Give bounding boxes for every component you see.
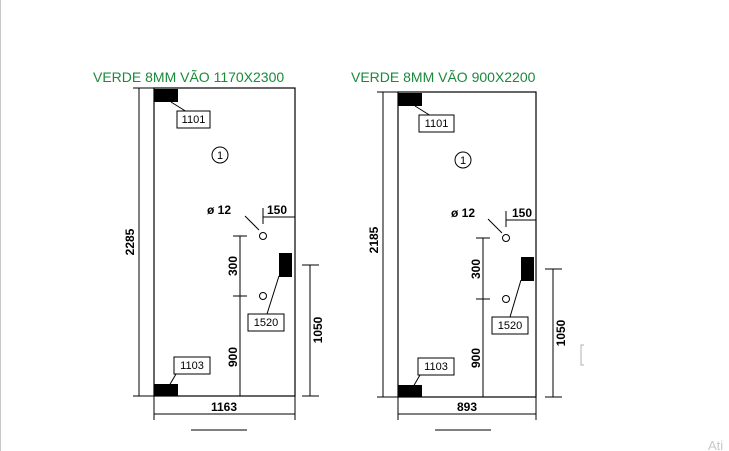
panel-2-upper-hole bbox=[502, 234, 510, 242]
panel-1-height-label: 2285 bbox=[123, 228, 137, 255]
panel-1-width-label: 1163 bbox=[211, 400, 237, 414]
panel-2-top-hinge-label-box bbox=[418, 114, 455, 133]
panel-1-handle-height-label: 1050 bbox=[311, 316, 325, 343]
panel-1-top-hinge bbox=[154, 89, 178, 102]
cursor-bracket bbox=[580, 344, 584, 366]
panel-2-handle-height-label: 1050 bbox=[554, 319, 568, 346]
panel-1-diameter-leader bbox=[244, 215, 260, 231]
panel-2-marker: 1 bbox=[460, 155, 466, 167]
panel-2-bottom-hinge-label-box bbox=[417, 357, 455, 376]
panel-1-bottom-hinge-label-box bbox=[173, 356, 211, 375]
panel-1-glass-outline bbox=[153, 87, 296, 397]
panel-2-diameter-leader bbox=[487, 218, 503, 234]
panel-2-top-hinge-leader bbox=[414, 105, 432, 117]
panel-1-top-hinge-label-box bbox=[176, 110, 211, 129]
panel-1-diameter-label: ø 12 bbox=[207, 203, 231, 217]
panel-2-width-label: 893 bbox=[457, 400, 477, 414]
panel-2-top-hinge bbox=[398, 93, 422, 106]
glass-panel-2: VERDE 8MM VÃO 900X2200 1101 1103 1 ø 12 … bbox=[351, 69, 568, 431]
panel-2-bottom-hinge bbox=[398, 385, 422, 397]
panel-2-diameter-label: ø 12 bbox=[451, 206, 475, 220]
panel-2-handle bbox=[521, 257, 534, 281]
panel-1-marker: 1 bbox=[217, 150, 223, 162]
panel-1-lower-hole bbox=[259, 292, 267, 300]
panel-2-spacing-label: 300 bbox=[469, 259, 483, 279]
panel-1-handle bbox=[279, 253, 292, 277]
panel-2-marker-circle bbox=[454, 151, 472, 169]
panel-1-top-hinge-label: 1101 bbox=[182, 114, 206, 126]
panel-1-handle-label: 1520 bbox=[254, 317, 278, 329]
panel-2-height-label: 2185 bbox=[367, 226, 381, 253]
panel-1-spacing-label: 300 bbox=[226, 256, 240, 276]
panel-2-top-hinge-label: 1101 bbox=[425, 118, 449, 130]
panel-1-title: VERDE 8MM VÃO 1170X2300 bbox=[93, 69, 284, 85]
panel-1-bottom-hinge-label: 1103 bbox=[180, 360, 204, 372]
panel-2-handle-label-box bbox=[491, 316, 529, 335]
panel-2-title: VERDE 8MM VÃO 900X2200 bbox=[351, 69, 536, 85]
panel-2-handle-label: 1520 bbox=[498, 320, 522, 332]
panel-1-bottom-hinge-leader bbox=[168, 373, 177, 387]
glass-panel-1: VERDE 8MM VÃO 1170X2300 1101 1103 1 ø 12… bbox=[93, 69, 325, 431]
panel-1-handle-label-box bbox=[247, 313, 285, 332]
panel-1-offset-label: 150 bbox=[267, 203, 287, 217]
panel-1-lower-label: 900 bbox=[226, 347, 240, 367]
panel-1-bottom-hinge bbox=[154, 384, 178, 396]
panel-1-handle-leader bbox=[266, 275, 280, 315]
panel-2-bottom-hinge-leader bbox=[412, 374, 421, 388]
panel-2-bottom-hinge-label: 1103 bbox=[424, 361, 448, 373]
corner-text: Ati bbox=[708, 438, 723, 451]
panel-2-handle-leader bbox=[509, 279, 522, 318]
panel-1-top-hinge-leader bbox=[170, 101, 188, 113]
panel-1-marker-circle bbox=[211, 146, 229, 164]
panel-2-lower-hole bbox=[502, 295, 510, 303]
panel-2-lower-label: 900 bbox=[469, 348, 483, 368]
panel-2-offset-label: 150 bbox=[512, 206, 532, 220]
panel-1-upper-hole bbox=[259, 232, 267, 240]
panel-2-glass-outline bbox=[397, 91, 537, 398]
